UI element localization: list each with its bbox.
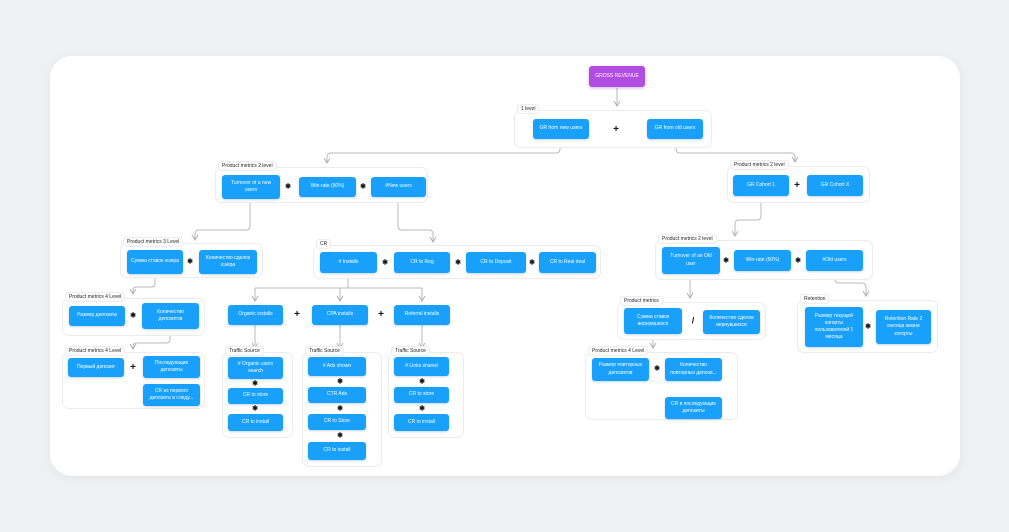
node-cpa-installs[interactable]: CPA installs — [312, 305, 368, 325]
node-win-rate-old[interactable]: Win-rate (50%) — [734, 250, 791, 271]
node-ts-ads-cr-to-store[interactable]: CR to Store — [308, 414, 366, 430]
node-deposits-count[interactable]: Количество депозитов — [142, 303, 199, 329]
node-user-deals-count[interactable]: Количество сделок юзера — [199, 250, 257, 274]
node-referral-installs[interactable]: Referral installs — [394, 305, 450, 325]
node-ctr-ads[interactable]: CTR Ads — [308, 387, 366, 403]
operator-plus: + — [613, 124, 619, 135]
operator-multiply: ✱ — [382, 259, 388, 267]
node-ts-links-cr-to-store[interactable]: CR to store — [394, 387, 449, 403]
node-ts-organic-cr-to-install[interactable]: CR to install — [228, 414, 283, 431]
node-ts-links-cr-to-install[interactable]: CR to install — [394, 414, 449, 431]
node-gr-cohort-1[interactable]: GR Cohort 1 — [733, 175, 789, 196]
operator-multiply: ✱ — [723, 257, 729, 265]
node-cr-to-real-deal[interactable]: CR to Real deal — [539, 252, 596, 273]
node-gr-from-old-users[interactable]: GR from old users — [647, 119, 703, 139]
node-retention-rate-month2[interactable]: Retention Rate 2 месяца жизни когорты — [876, 310, 931, 344]
node-ads-shown[interactable]: # Ads shown — [308, 357, 366, 376]
node-gr-from-new-users[interactable]: GR from new users — [533, 119, 589, 139]
frame-ts-ads-label: Traffic Source — [305, 346, 344, 356]
frame-cr-label: CR — [316, 239, 332, 249]
frame-pm2-new-label: Product metrics 2 level — [218, 161, 277, 171]
node-returning-deals-count[interactable]: Количество сделок вернувшихся — [703, 310, 760, 334]
operator-multiply: ✱ — [285, 183, 291, 191]
frame-retention-label: Retention — [800, 294, 830, 304]
node-organic-users-search[interactable]: # Organic users search — [228, 357, 283, 379]
node-turnover-old-user[interactable]: Turnover of an Old user — [662, 247, 720, 274]
node-cohort-size-month1[interactable]: Размер текущей когорты пользователей 1 м… — [805, 307, 863, 347]
node-cr-first-to-next-deposit[interactable]: CR из первого депозита в следу... — [143, 384, 200, 406]
node-installs-count[interactable]: # Installs — [320, 252, 377, 273]
node-gross-revenue[interactable]: GROSS REVENUE — [589, 66, 645, 87]
node-subsequent-deposits[interactable]: Последующие депозиты — [143, 356, 200, 378]
node-old-users-count[interactable]: #Old users — [806, 250, 863, 271]
operator-multiply: ✱ — [455, 259, 461, 267]
operator-multiply: ✱ — [419, 405, 425, 413]
frame-pm4-deposits-label: Product metrics 4 Level — [65, 292, 126, 302]
node-ts-ads-cr-to-install[interactable]: CR to install — [308, 442, 366, 460]
operator-multiply: ✱ — [360, 183, 366, 191]
operator-divide: / — [691, 315, 695, 326]
operator-multiply: ✱ — [187, 258, 193, 266]
operator-multiply: ✱ — [865, 323, 871, 331]
frame-pm3-label: Product metrics 3 Level — [123, 237, 184, 247]
node-organic-installs[interactable]: Organic installs — [228, 305, 283, 325]
operator-multiply: ✱ — [337, 405, 343, 413]
node-ts-organic-cr-to-store[interactable]: CR to store — [228, 388, 283, 404]
operator-multiply: ✱ — [654, 365, 660, 373]
operator-plus: + — [294, 309, 300, 320]
operator-multiply: ✱ — [529, 259, 535, 267]
node-turnover-new-users[interactable]: Turnover of a new users — [222, 175, 280, 199]
operator-plus: + — [794, 180, 800, 191]
node-new-users-count[interactable]: #New users — [371, 177, 426, 197]
operator-multiply: ✱ — [795, 257, 801, 265]
operator-plus: + — [130, 362, 136, 373]
operator-multiply: ✱ — [337, 378, 343, 386]
frame-ts-links-label: Traffic Source — [391, 346, 430, 356]
operator-multiply: ✱ — [130, 312, 136, 320]
node-cr-to-reg[interactable]: CR to Reg — [394, 252, 450, 273]
frame-pm-returning-label: Product metrics — [620, 296, 663, 306]
operator-multiply: ✱ — [337, 432, 343, 440]
node-cr-to-deposit[interactable]: CR to Deposit — [466, 252, 526, 273]
node-repeat-deposits-count[interactable]: Количество повторных депози... — [665, 358, 722, 381]
node-gr-cohort-x[interactable]: GR Cohort X — [807, 175, 863, 196]
operator-plus: + — [378, 309, 384, 320]
node-deposit-size[interactable]: Размер депозита — [69, 306, 125, 326]
node-win-rate-new[interactable]: Win-rate (50%) — [299, 177, 356, 197]
node-first-deposit[interactable]: Первый депозит — [68, 358, 124, 377]
operator-multiply: ✱ — [252, 405, 258, 413]
operator-multiply: ✱ — [419, 378, 425, 386]
node-returning-bets-sum[interactable]: Сумма ставок вернувшихся — [624, 308, 682, 334]
frame-level1-label: 1 level — [517, 104, 540, 114]
node-repeat-deposit-size[interactable]: Размер повторных депозитов — [592, 358, 649, 381]
frame-pm4-first-deposit-label: Product metrics 4 Level — [65, 346, 126, 356]
frame-ts-organic-label: Traffic Source — [225, 346, 264, 356]
node-cr-to-subsequent-deposits[interactable]: CR в последующие депозиты — [665, 397, 722, 419]
operator-multiply: ✱ — [252, 380, 258, 388]
frame-pm2-cohorts-label: Product metrics 2 level — [730, 160, 789, 170]
frame-pm4-repeat-deposits-label: Product metrics 4 Level — [588, 346, 649, 356]
node-links-shared[interactable]: # Links shared — [394, 357, 449, 376]
frame-pm2-old-label: Product metrics 2 level — [658, 234, 717, 244]
node-user-bets-sum[interactable]: Сумма ставок юзера — [127, 250, 183, 274]
